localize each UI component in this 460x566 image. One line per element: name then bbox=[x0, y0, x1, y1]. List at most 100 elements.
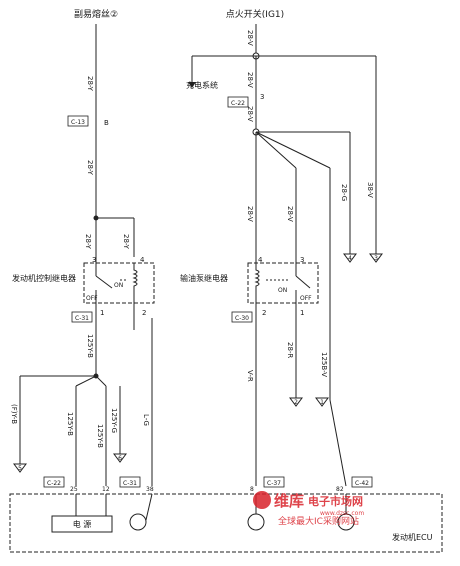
ground-6-label: 6 bbox=[118, 455, 122, 462]
charging-system-label: 充电系统 bbox=[186, 80, 218, 90]
connector-c42-ecu bbox=[351, 476, 373, 488]
wire-125bv bbox=[329, 399, 347, 487]
pump-relay-box bbox=[247, 256, 319, 318]
wire-branch-125bv bbox=[255, 131, 331, 169]
wire-28v-b: 28-V bbox=[246, 72, 254, 88]
wire-28v-c-lower: 28-V bbox=[246, 206, 254, 222]
pump-relay-switch bbox=[295, 275, 311, 289]
pin-b: B bbox=[104, 119, 109, 127]
left-circuit bbox=[93, 24, 135, 257]
engine-relay-coil bbox=[132, 263, 138, 318]
connector-c30-relay-label: C-30 bbox=[235, 315, 249, 322]
wire-28g-label: 28-G bbox=[340, 184, 348, 201]
wire-28y-top: 28-Y bbox=[86, 76, 94, 92]
connector-c31-ecu bbox=[119, 476, 141, 488]
charging-arrow-icon bbox=[188, 82, 196, 88]
connector-c13-top-label: C-13 bbox=[71, 119, 85, 126]
relay-pin1: 1 bbox=[100, 309, 104, 317]
wire-38v-label: 38-V bbox=[366, 182, 374, 198]
ground-2-label: 2 bbox=[294, 399, 298, 406]
pump-pin4: 4 bbox=[258, 256, 263, 264]
connector-c42-ecu-label: C-42 bbox=[355, 480, 369, 487]
wire-125yb-top: 125Y-B bbox=[86, 334, 94, 358]
engine-relay-switch bbox=[95, 275, 113, 289]
ecu-pin-82: 82 bbox=[336, 486, 344, 493]
engine-ecu-label: 发动机ECU bbox=[392, 532, 433, 542]
ignition-switch-label: 点火开关(IG1) bbox=[226, 8, 284, 20]
ecu-pin-25: 25 bbox=[70, 486, 78, 493]
engine-relay-box bbox=[83, 257, 155, 318]
connector-c22-top bbox=[227, 96, 249, 108]
connector-c37-ecu bbox=[263, 476, 285, 488]
connector-c22-top-label: C-22 bbox=[231, 100, 245, 107]
watermark-brand: 维库 bbox=[274, 492, 304, 510]
ground-4-icon bbox=[343, 253, 357, 263]
pump-relay-coil bbox=[254, 256, 260, 318]
wire-lg-label: L-G bbox=[142, 414, 150, 426]
watermark-url: www.dzsc.com bbox=[320, 510, 364, 517]
ground-4-label: 4 bbox=[348, 255, 352, 262]
wire-branch-125yb-left bbox=[75, 375, 97, 387]
connector-c31-ecu-label: C-31 bbox=[123, 480, 137, 487]
wire-branch-28v-d bbox=[255, 131, 297, 169]
relay-pin4: 4 bbox=[140, 256, 145, 264]
wire-125yb-left-label: 125Y-B bbox=[66, 412, 74, 436]
connector-c37-ecu-label: C-37 bbox=[267, 480, 281, 487]
ground-3-icon bbox=[369, 253, 383, 263]
watermark-title: 电子市场网 bbox=[308, 494, 363, 508]
engine-relay-outline bbox=[83, 262, 155, 304]
ground-2-icon bbox=[289, 397, 303, 407]
transistor-mid-icon bbox=[247, 513, 265, 531]
ground-5-label: 5 bbox=[18, 465, 22, 472]
right-circuit bbox=[191, 24, 377, 256]
wire-28v-top: 28-V bbox=[246, 30, 254, 46]
pump-relay-outline bbox=[247, 262, 319, 304]
connector-c31-relay-label: C-31 bbox=[75, 315, 89, 322]
engine-relay-on: ON bbox=[114, 282, 123, 289]
transistor-left-icon bbox=[129, 513, 147, 531]
right-lower-wires bbox=[255, 168, 347, 487]
relay-pin3: 3 bbox=[92, 256, 96, 264]
wire-125bv-label: 125B-V bbox=[320, 352, 328, 377]
wire-branch-125yb-mid bbox=[95, 375, 107, 387]
engine-relay-label: 发动机控制继电器 bbox=[12, 273, 76, 283]
wire-28r-label: 28-R bbox=[286, 342, 294, 358]
ground-1-icon bbox=[315, 397, 329, 407]
left-lower-wires bbox=[19, 318, 153, 486]
ground-6-icon bbox=[113, 453, 127, 463]
ecu-pin-12: 12 bbox=[102, 486, 110, 493]
ecu-pin-38: 38 bbox=[146, 486, 154, 493]
pin-3-right: 3 bbox=[260, 93, 264, 101]
ground-5-icon bbox=[13, 463, 27, 473]
pump-pin1: 1 bbox=[300, 309, 304, 317]
engine-ecu-box bbox=[9, 493, 443, 553]
power-supply-box bbox=[51, 515, 113, 533]
wire-125yb-mid-label: 125Y-B bbox=[96, 424, 104, 448]
wire-28y-mid: 28-Y bbox=[86, 160, 94, 176]
watermark: 维库 电子市场网 www.dzsc.com 全球最大IC采购网站 bbox=[253, 491, 364, 527]
ground-1-label: 1 bbox=[320, 399, 324, 406]
wire-fyb-label: (F)Y-B bbox=[10, 404, 18, 424]
pump-pin2: 2 bbox=[262, 309, 266, 317]
connector-c22-ecu bbox=[43, 476, 65, 488]
ground-3-label: 3 bbox=[374, 255, 378, 262]
wire-28y-b: 28-Y bbox=[122, 234, 130, 250]
pump-relay-on: ON bbox=[278, 287, 287, 294]
wire-vr-label: V-R bbox=[246, 370, 254, 382]
ecu-pin-8: 8 bbox=[250, 486, 254, 493]
wire-28v-d-label: 28-V bbox=[286, 206, 294, 222]
wire-28v-c-label: 28-V bbox=[246, 106, 254, 122]
connector-c30-relay bbox=[231, 311, 253, 323]
wire-28y-a: 28-Y bbox=[84, 234, 92, 250]
transistor-left-lead bbox=[145, 493, 153, 521]
engine-relay-off: OFF bbox=[86, 295, 98, 302]
pump-relay-off: OFF bbox=[300, 295, 312, 302]
connector-c31-relay bbox=[71, 311, 93, 323]
power-supply-label: 电 源 bbox=[73, 519, 92, 529]
watermark-logo-icon bbox=[253, 491, 271, 509]
wire-125yg-label: 125Y-G bbox=[110, 408, 118, 433]
watermark-slogan: 全球最大IC采购网站 bbox=[278, 515, 359, 527]
pump-relay-label: 输油泵继电器 bbox=[180, 273, 228, 283]
